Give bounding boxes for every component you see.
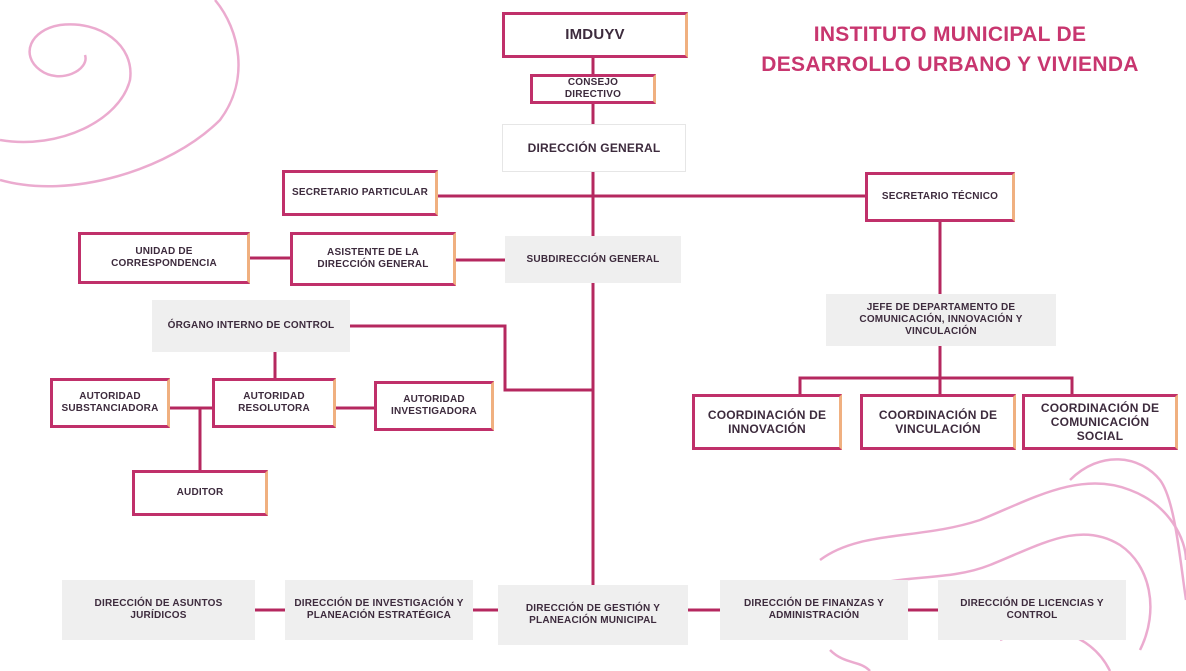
node-jefe-departamento: JEFE DE DEPARTAMENTO DE COMUNICACIÓN, IN…	[826, 294, 1056, 346]
node-coordinacion-comunicacion-social: COORDINACIÓN DE COMUNICACIÓN SOCIAL	[1022, 394, 1178, 450]
node-consejo-directivo: CONSEJO DIRECTIVO	[530, 74, 656, 104]
node-autoridad-substanciadora: AUTORIDAD SUBSTANCIADORA	[50, 378, 170, 428]
node-unidad-correspondencia: UNIDAD DE CORRESPONDENCIA	[78, 232, 250, 284]
node-direccion-investigacion-planeacion: DIRECCIÓN DE INVESTIGACIÓN Y PLANEACIÓN …	[285, 580, 473, 640]
node-secretario-tecnico: SECRETARIO TÉCNICO	[865, 172, 1015, 222]
node-coordinacion-innovacion: COORDINACIÓN DE INNOVACIÓN	[692, 394, 842, 450]
institute-title-line1: INSTITUTO MUNICIPAL DE	[813, 23, 1087, 46]
node-direccion-gestion-planeacion: DIRECCIÓN DE GESTIÓN Y PLANEACIÓN MUNICI…	[498, 585, 688, 645]
node-direccion-asuntos-juridicos: DIRECCIÓN DE ASUNTOS JURÍDICOS	[62, 580, 255, 640]
institute-title: INSTITUTO MUNICIPAL DE DESARROLLO URBANO…	[720, 20, 1180, 80]
institute-title-line2: DESARROLLO URBANO Y VIVIENDA	[761, 53, 1139, 76]
decorative-swirl-top-left	[0, 0, 240, 188]
node-asistente-direccion-general: ASISTENTE DE LA DIRECCIÓN GENERAL	[290, 232, 456, 286]
node-auditor: AUDITOR	[132, 470, 268, 516]
node-imduyv: IMDUyV	[502, 12, 688, 58]
node-autoridad-resolutora: AUTORIDAD RESOLUTORA	[212, 378, 336, 428]
node-organo-interno-control: ÓRGANO INTERNO DE CONTROL	[152, 300, 350, 352]
node-direccion-general: DIRECCIÓN GENERAL	[502, 124, 686, 172]
connector-lines	[168, 56, 1074, 612]
node-direccion-finanzas: DIRECCIÓN DE FINANZAS Y ADMINISTRACIÓN	[720, 580, 908, 640]
node-secretario-particular: SECRETARIO PARTICULAR	[282, 170, 438, 216]
node-subdireccion-general: SUBDIRECCIÓN GENERAL	[505, 236, 681, 283]
node-coordinacion-vinculacion: COORDINACIÓN DE VINCULACIÓN	[860, 394, 1016, 450]
node-autoridad-investigadora: AUTORIDAD INVESTIGADORA	[374, 381, 494, 431]
node-direccion-licencias: DIRECCIÓN DE LICENCIAS Y CONTROL	[938, 580, 1126, 640]
